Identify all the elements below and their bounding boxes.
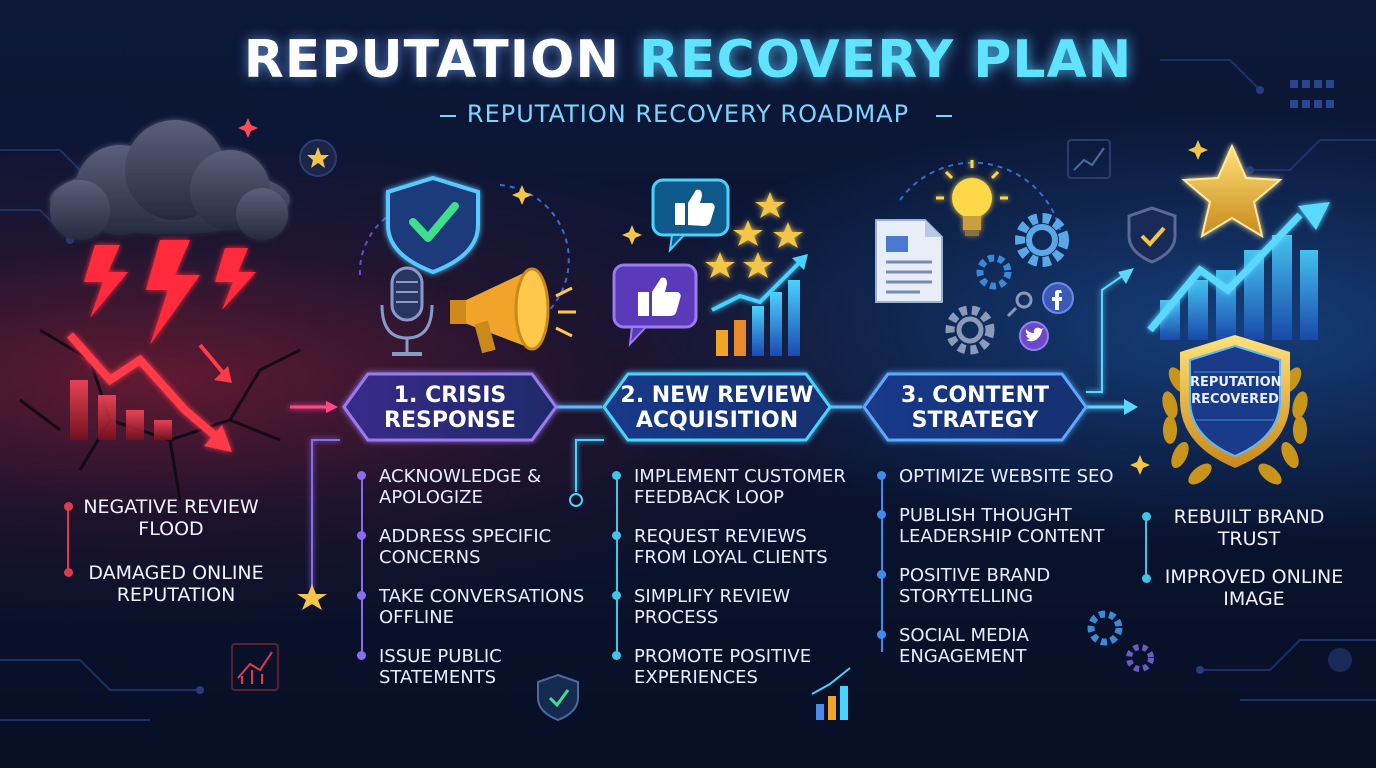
list-item: PROMOTE POSITIVE EXPERIENCES [612, 646, 862, 688]
circuit-lines [0, 59, 1376, 721]
sparkle-icon [1130, 140, 1208, 475]
page-title: REPUTATION RECOVERY PLAN [0, 30, 1376, 90]
stage-3-list: OPTIMIZE WEBSITE SEO PUBLISH THOUGHT LEA… [877, 466, 1117, 685]
outcome-badge-label: REPUTATION RECOVERED [1190, 375, 1282, 407]
shield-badge-icon [1127, 206, 1177, 264]
list-item: OPTIMIZE WEBSITE SEO [877, 466, 1117, 487]
magnifier-icon [1006, 291, 1033, 318]
problem-item: NEGATIVE REVIEW FLOOD [83, 496, 259, 540]
outcome-item: IMPROVED ONLINE IMAGE [1164, 566, 1344, 610]
megaphone-icon [450, 267, 576, 354]
list-item: REQUEST REVIEWS FROM LOYAL CLIENTS [612, 526, 862, 568]
list-item: SIMPLIFY REVIEW PROCESS [612, 586, 862, 628]
growth-chart-icon [711, 254, 808, 356]
outcome-item: REBUILT BRAND TRUST [1173, 506, 1325, 550]
star-badge-icon [299, 139, 337, 177]
gear-icon [1087, 610, 1154, 672]
problem-item: DAMAGED ONLINE REPUTATION [88, 562, 264, 606]
list-item: ACKNOWLEDGE & APOLOGIZE [357, 466, 597, 508]
thumbs-up-icon [651, 178, 730, 253]
mini-growth-chart-icon [811, 667, 851, 720]
storm-cloud-icon [50, 120, 290, 240]
flow-connectors [290, 271, 1130, 590]
crack-lines [19, 328, 301, 501]
microphone-icon [380, 266, 434, 356]
document-icon [875, 219, 943, 303]
lightning-icon [84, 240, 256, 345]
big-growth-chart-icon [1147, 202, 1330, 340]
stage-1-label: 1. CRISIS RESPONSE [384, 383, 516, 433]
title-part-1: REPUTATION [243, 30, 620, 90]
list-item: TAKE CONVERSATIONS OFFLINE [357, 586, 597, 628]
sparkle-icon [622, 225, 642, 245]
outcome-dot [1142, 512, 1151, 521]
list-item: ISSUE PUBLIC STATEMENTS [357, 646, 597, 688]
stage-3-label: 3. CONTENT STRATEGY [900, 383, 1050, 433]
gear-icon [945, 213, 1069, 355]
facebook-icon [1042, 282, 1074, 314]
page-subtitle: REPUTATION RECOVERY ROADMAP [466, 100, 910, 128]
stage-1-hexagon [342, 372, 558, 442]
lightbulb-icon [936, 160, 1008, 236]
stage-3-hexagon [862, 372, 1088, 442]
laurel-shield-icon [1162, 335, 1308, 485]
outcome-dot [1142, 574, 1151, 583]
star-icon [705, 192, 803, 278]
shield-check-icon [537, 673, 579, 722]
title-part-2: RECOVERY PLAN [638, 30, 1133, 90]
list-item: IMPLEMENT CUSTOMER FEEDBACK LOOP [612, 466, 862, 508]
list-item: PUBLISH THOUGHT LEADERSHIP CONTENT [877, 505, 1117, 547]
mini-chart-icon [1067, 139, 1111, 179]
sparkle-icon [512, 185, 532, 205]
list-item: ADDRESS SPECIFIC CONCERNS [357, 526, 597, 568]
thumbs-up-icon [612, 263, 698, 347]
gold-star-icon [1181, 143, 1283, 239]
problem-dot [64, 568, 73, 577]
declining-chart-icon [67, 332, 232, 452]
list-item: POSITIVE BRAND STORYTELLING [877, 565, 1117, 607]
stage-2-hexagon [602, 372, 832, 442]
sparkle-icon [238, 118, 258, 138]
star-icon [297, 584, 327, 610]
mini-chart-icon [231, 643, 279, 691]
twitter-icon [1019, 321, 1049, 351]
stage-2-label: 2. NEW REVIEW ACQUISITION [620, 383, 814, 433]
stage-2-list: IMPLEMENT CUSTOMER FEEDBACK LOOP REQUEST… [612, 466, 862, 706]
shield-check-icon [386, 175, 480, 275]
problem-dot [64, 502, 73, 511]
stage-1-list: ACKNOWLEDGE & APOLOGIZE ADDRESS SPECIFIC… [357, 466, 597, 706]
list-item: SOCIAL MEDIA ENGAGEMENT [877, 625, 1117, 667]
